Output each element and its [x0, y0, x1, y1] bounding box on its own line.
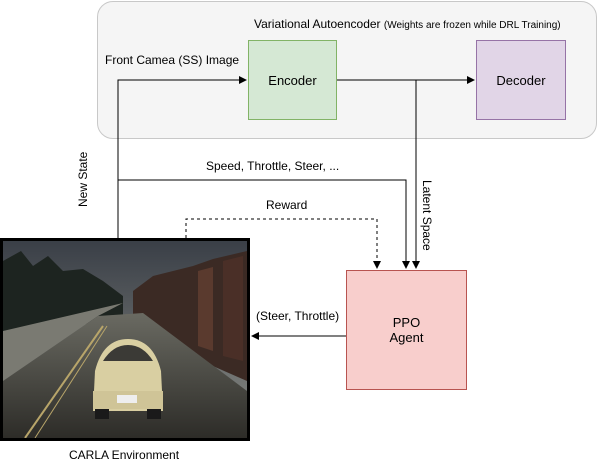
ppo-agent-node: PPO Agent	[346, 270, 467, 390]
agent-label: Agent	[389, 330, 424, 345]
vae-group-title: Variational Autoencoder (Weights are fro…	[254, 17, 561, 31]
edge-camera-to-encoder	[117, 76, 247, 238]
speed-throttle-steer-label: Speed, Throttle, Steer, ...	[206, 159, 340, 173]
edge-state-to-ppo	[118, 179, 410, 269]
encoder-node: Encoder	[248, 40, 337, 120]
carla-environment-image	[0, 238, 250, 441]
vae-subtitle: (Weights are frozen while DRL Training)	[383, 20, 561, 31]
car-shape	[93, 339, 163, 419]
carla-environment-label: CARLA Environment	[69, 448, 180, 462]
carla-scene	[3, 241, 247, 438]
latent-space-label: Latent Space	[420, 180, 434, 251]
decoder-label: Decoder	[496, 72, 546, 88]
reward-label: Reward	[266, 198, 308, 212]
ppo-label: PPO	[392, 315, 421, 330]
action-label: (Steer, Throttle)	[256, 309, 340, 323]
encoder-label: Encoder	[268, 72, 317, 88]
new-state-label: New State	[76, 151, 90, 207]
front-camera-label: Front Camea (SS) Image	[105, 53, 240, 67]
edge-reward-to-ppo	[185, 218, 381, 269]
decoder-node: Decoder	[476, 40, 566, 120]
vae-title: Variational Autoencoder	[254, 17, 381, 31]
